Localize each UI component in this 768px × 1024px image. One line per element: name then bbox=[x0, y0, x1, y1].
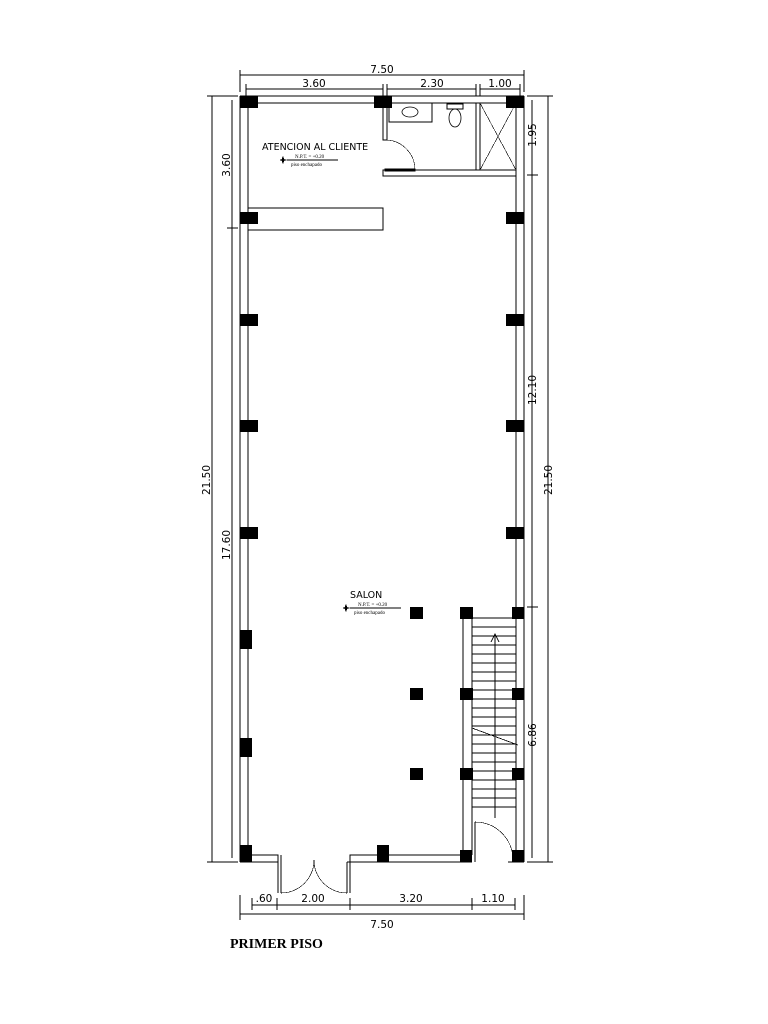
column bbox=[410, 768, 423, 780]
column bbox=[240, 212, 258, 224]
column bbox=[410, 607, 423, 619]
column bbox=[240, 527, 258, 539]
dim-right-2: 12.10 bbox=[527, 375, 539, 405]
room-name-salon: SALON bbox=[350, 590, 382, 601]
dim-top-2: 2.30 bbox=[420, 78, 443, 90]
column bbox=[240, 630, 252, 649]
column bbox=[240, 738, 252, 757]
column bbox=[460, 850, 472, 862]
level-marker-icon bbox=[278, 156, 288, 164]
dim-left-total: 21.50 bbox=[201, 465, 213, 495]
level-marker-icon bbox=[341, 604, 351, 612]
column bbox=[460, 768, 473, 780]
column bbox=[506, 212, 524, 224]
finish-salon: piso enchapado bbox=[354, 611, 385, 616]
dimension-labels: 7.50 3.60 2.30 1.00 21.50 3.60 17.60 1.9… bbox=[201, 64, 555, 931]
level-atencion: N.P.T. = +0.20 bbox=[295, 155, 325, 160]
column bbox=[410, 688, 423, 700]
column bbox=[460, 607, 473, 619]
dim-bottom-1: .60 bbox=[256, 893, 273, 905]
finish-atencion: piso enchapado bbox=[291, 163, 322, 168]
column bbox=[512, 607, 524, 619]
dimension-lines bbox=[207, 70, 553, 920]
column bbox=[512, 688, 524, 700]
column bbox=[506, 420, 524, 432]
dim-top-1: 3.60 bbox=[302, 78, 325, 90]
column bbox=[506, 314, 524, 326]
column bbox=[240, 420, 258, 432]
dim-top-3: 1.00 bbox=[488, 78, 511, 90]
dim-bottom-total: 7.50 bbox=[370, 919, 393, 931]
column bbox=[240, 96, 258, 108]
dim-right-1: 1.95 bbox=[527, 123, 539, 146]
column bbox=[240, 314, 258, 326]
stair-steps bbox=[472, 617, 516, 808]
column bbox=[377, 845, 389, 862]
dim-bottom-4: 1.10 bbox=[481, 893, 504, 905]
column bbox=[460, 688, 473, 700]
dim-right-3: 6.86 bbox=[527, 723, 539, 747]
dim-bottom-3: 3.20 bbox=[399, 893, 422, 905]
column bbox=[240, 845, 252, 862]
column bbox=[506, 527, 524, 539]
room-atencion-label: ATENCION AL CLIENTE N.P.T. = +0.20 piso … bbox=[262, 142, 368, 168]
column bbox=[374, 96, 392, 108]
dim-right-total: 21.50 bbox=[543, 465, 555, 495]
dim-top-total: 7.50 bbox=[370, 64, 393, 76]
structural-columns bbox=[240, 96, 524, 862]
dim-bottom-2: 2.00 bbox=[301, 893, 324, 905]
level-salon: N.P.T. = +0.20 bbox=[358, 603, 388, 608]
dim-left-2: 17.60 bbox=[221, 530, 233, 560]
plan-title: PRIMER PISO bbox=[230, 937, 323, 952]
room-salon-label: SALON N.P.T. = +0.20 piso enchapado bbox=[341, 590, 401, 616]
dim-left-1: 3.60 bbox=[221, 153, 233, 176]
room-name-atencion: ATENCION AL CLIENTE bbox=[262, 142, 368, 153]
walls bbox=[239, 95, 525, 894]
column bbox=[512, 768, 524, 780]
column bbox=[512, 850, 524, 862]
column bbox=[506, 96, 524, 108]
